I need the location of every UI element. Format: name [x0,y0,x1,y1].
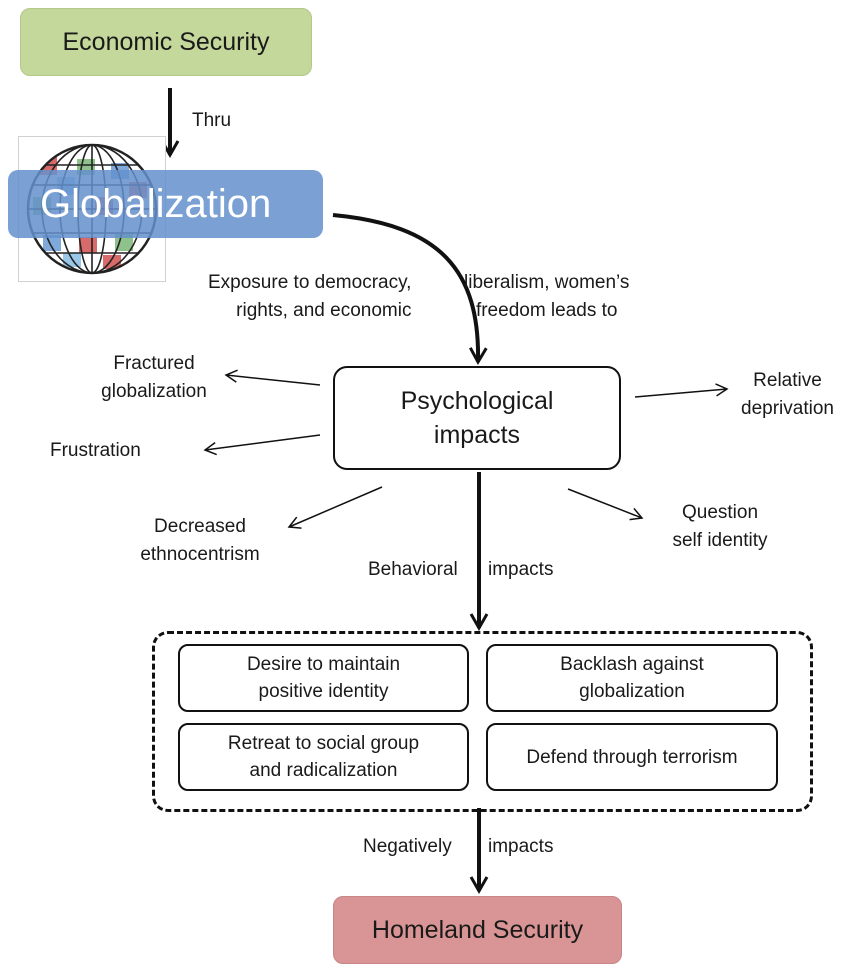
behavioral-impacts-group [152,631,813,812]
arrow-globalization-to-psych [332,213,488,366]
outcome-question-self-identity: Question self identity [672,502,768,551]
behavior-label: Defend through terrorism [526,746,738,768]
arrow-to-question [567,488,644,521]
arrow-to-frustration [203,434,321,456]
psychological-impacts-node: Psychological impacts [333,366,621,470]
edge-label-negatively: Negatively [363,836,452,857]
behavior-label: Retreat to social group and radicalizati… [227,733,420,781]
homeland-security-node: Homeland Security [333,896,622,964]
outcome-relative-deprivation: Relative deprivation [741,370,834,419]
arrow-to-relative [634,383,729,398]
behavior-label: Backlash against globalization [560,654,704,702]
arrow-to-decreased [287,486,383,529]
homeland-security-label: Homeland Security [371,915,584,944]
globalization-label: Globalization [40,181,272,226]
behavior-defend-terrorism: Defend through terrorism [486,723,778,791]
edge-label-impacts-2: impacts [488,836,554,857]
edge-label-exposure-right: liberalism, women’s freedom leads to [464,272,630,321]
edge-label-exposure-left: Exposure to democracy, rights, and econo… [208,272,412,321]
edge-label-behavioral: Behavioral [368,559,458,580]
outcome-decreased-ethnocentrism: Decreased ethnocentrism [140,516,260,565]
globalization-node: Globalization [8,170,323,238]
outcome-fractured-globalization: Fractured globalization [101,353,207,402]
economic-security-node: Economic Security [20,8,312,76]
outcome-frustration: Frustration [50,440,141,461]
behavior-retreat-radicalization: Retreat to social group and radicalizati… [178,723,469,791]
behavior-desire-positive-identity: Desire to maintain positive identity [178,644,469,712]
edge-label-impacts-1: impacts [488,559,554,580]
behavior-backlash-globalization: Backlash against globalization [486,644,778,712]
arrow-to-fractured [224,369,321,386]
psychological-impacts-label: Psychological impacts [400,387,554,449]
edge-label-thru: Thru [192,110,232,131]
behavior-label: Desire to maintain positive identity [246,654,401,702]
economic-security-label: Economic Security [62,27,270,56]
